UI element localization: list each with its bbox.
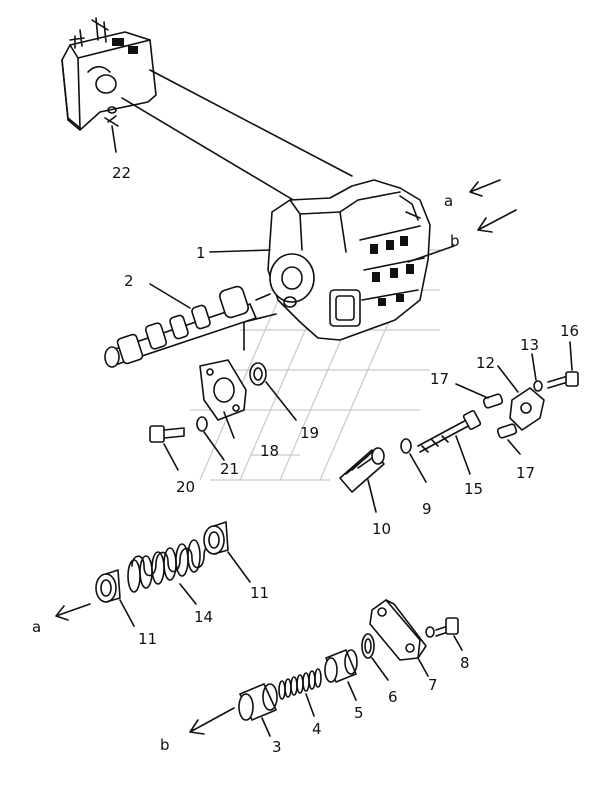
leader-line <box>163 443 179 471</box>
label-18: 18 <box>260 442 279 460</box>
bolt-15 <box>417 410 482 453</box>
piston-5 <box>324 649 358 683</box>
direction-label-a: a <box>444 192 453 210</box>
label-17b: 17 <box>516 464 535 482</box>
label-7: 7 <box>428 676 438 694</box>
plug-10 <box>339 447 385 493</box>
label-16: 16 <box>560 322 579 340</box>
leader-line <box>149 283 191 309</box>
leader-line <box>371 657 389 681</box>
bolt-8 <box>425 617 459 638</box>
leader-line <box>407 245 455 263</box>
label-10: 10 <box>372 520 391 538</box>
leader-line <box>179 583 197 605</box>
leader-line <box>531 353 537 381</box>
leader-line <box>417 657 429 677</box>
leader-line <box>111 125 117 153</box>
washer-13 <box>533 380 543 392</box>
cover-7 <box>369 599 427 661</box>
cover-12 <box>509 387 545 431</box>
spool-2 <box>104 285 271 368</box>
leader-line <box>347 681 357 701</box>
washer-9 <box>400 438 412 454</box>
leader-line <box>261 717 271 737</box>
sleeve-3 <box>238 683 278 721</box>
leader-line <box>243 313 277 351</box>
arrow-b-bottom <box>189 707 235 735</box>
leader-line <box>265 381 297 421</box>
leader-line <box>149 69 353 177</box>
o-ring-6 <box>361 633 375 659</box>
label-14: 14 <box>194 608 213 626</box>
leader-line <box>119 599 135 627</box>
spring-14 <box>127 539 217 593</box>
direction-label-b-bottom: b <box>160 736 170 754</box>
leader-line <box>121 97 301 205</box>
label-9: 9 <box>422 500 432 518</box>
arrow-a-bottom <box>55 603 91 621</box>
pin-17a <box>482 393 504 409</box>
leader-line <box>209 249 271 253</box>
leader-line <box>223 411 235 439</box>
leader-line <box>305 693 315 717</box>
leader-line <box>497 365 519 393</box>
label-21: 21 <box>220 460 239 478</box>
bolt-20 <box>149 425 185 443</box>
leader-line <box>203 431 225 461</box>
cover-plate-18 <box>199 359 247 421</box>
spring-4 <box>278 668 322 700</box>
label-22: 22 <box>112 164 131 182</box>
leader-line <box>569 341 573 371</box>
o-ring-19 <box>249 362 267 386</box>
label-2: 2 <box>124 272 134 290</box>
label-6: 6 <box>388 688 398 706</box>
label-11a: 11 <box>138 630 157 648</box>
label-3: 3 <box>272 738 282 756</box>
bolt-16 <box>547 371 579 389</box>
leader-line <box>227 551 251 583</box>
pin-17b <box>496 423 518 439</box>
washer-21 <box>196 416 208 432</box>
direction-label-b: b <box>450 232 460 250</box>
label-17a: 17 <box>430 370 449 388</box>
leader-line <box>455 435 471 475</box>
label-8: 8 <box>460 654 470 672</box>
label-20: 20 <box>176 478 195 496</box>
retainer-11a <box>95 569 121 603</box>
leader-line <box>455 383 489 399</box>
label-19: 19 <box>300 424 319 442</box>
leader-line <box>367 479 377 513</box>
valve-housing-1 <box>267 179 431 341</box>
leader-line <box>507 439 521 455</box>
arrow-a-top <box>469 179 501 197</box>
label-5: 5 <box>354 704 364 722</box>
arrow-b-top <box>477 209 517 233</box>
label-1: 1 <box>196 244 206 262</box>
label-11b: 11 <box>250 584 269 602</box>
direction-label-a-bottom: a <box>32 618 41 636</box>
leader-line <box>409 453 427 483</box>
label-13: 13 <box>520 336 539 354</box>
leader-line <box>453 635 463 651</box>
label-4: 4 <box>312 720 322 738</box>
label-15: 15 <box>464 480 483 498</box>
label-12: 12 <box>476 354 495 372</box>
retainer-11b <box>203 521 229 555</box>
valve-block-22 <box>61 17 157 131</box>
